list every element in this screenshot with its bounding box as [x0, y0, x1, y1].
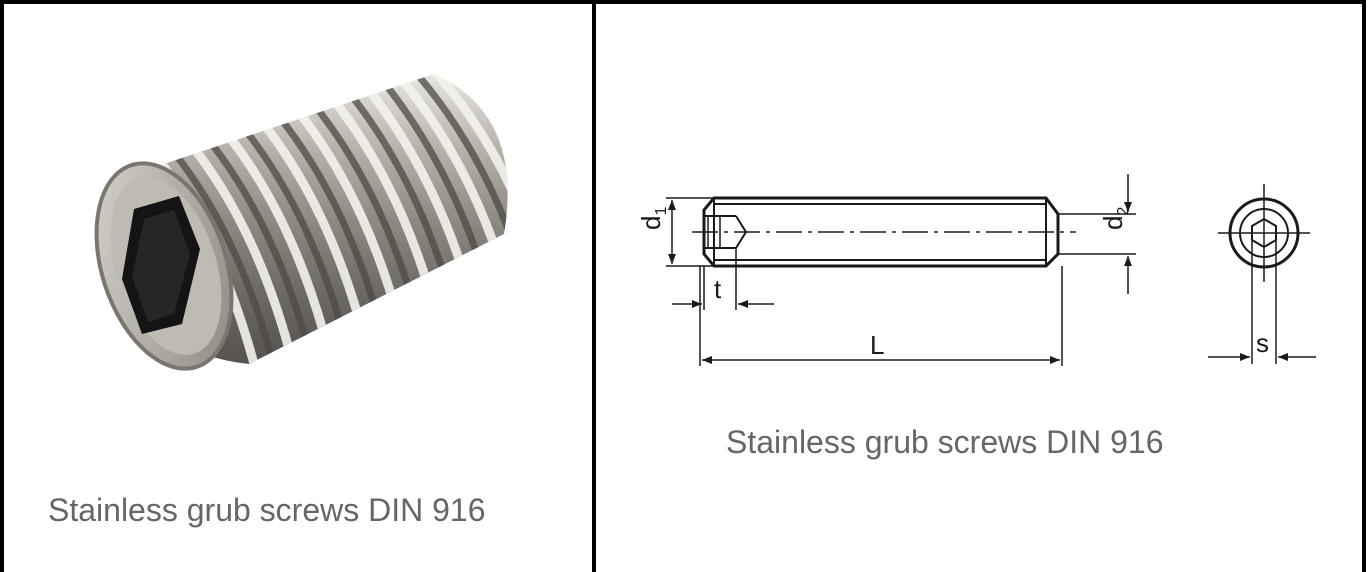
photo-caption: Stainless grub screws DIN 916: [48, 492, 486, 528]
L-label: L: [870, 330, 884, 360]
t-label: t: [714, 274, 722, 304]
table-border-top: [0, 0, 1366, 4]
side-view: [692, 196, 1076, 268]
d2-label: d2: [1098, 207, 1132, 230]
grub-screw-photo: [94, 74, 508, 371]
technical-drawing: d1 d2 t L s: [636, 174, 1316, 366]
drawing-caption: Stainless grub screws DIN 916: [726, 424, 1164, 460]
drawing-cell: d1 d2 t L s Stainless grub screws DIN 91…: [596, 4, 1362, 572]
table-border-divider: [592, 0, 596, 572]
d2-dimension: [1058, 174, 1136, 294]
photo-cell: Stainless grub screws DIN 916: [4, 4, 592, 572]
d1-dimension: [666, 197, 714, 267]
table-border-right: [1362, 0, 1366, 572]
end-view: [1208, 184, 1316, 364]
t-dimension: [672, 248, 774, 310]
d1-label: d1: [636, 207, 670, 230]
table-border-left: [0, 0, 4, 572]
s-label: s: [1256, 328, 1269, 358]
L-dimension: [699, 266, 1063, 366]
